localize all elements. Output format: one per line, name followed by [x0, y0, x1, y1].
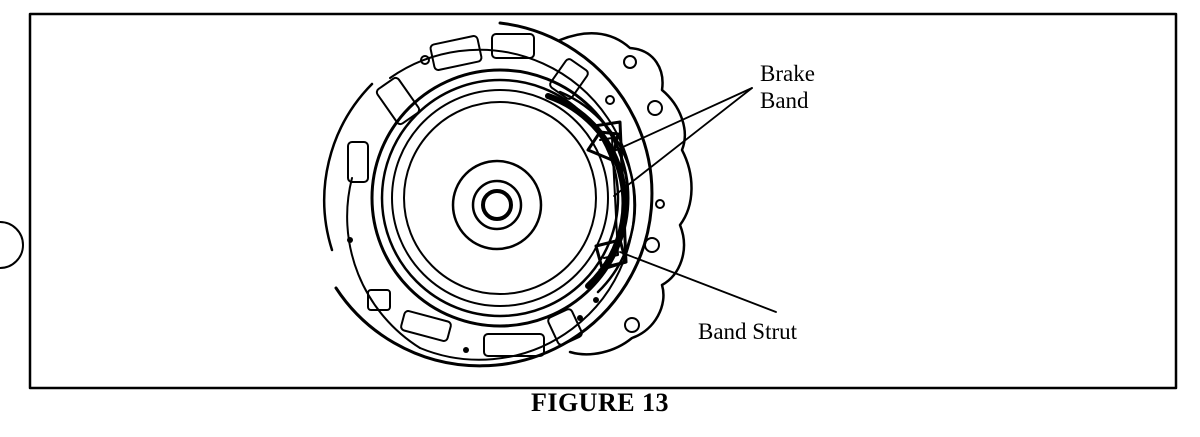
slot-top-2 — [491, 33, 535, 59]
drum-outer — [370, 68, 630, 328]
figure-border — [28, 12, 1178, 390]
dot-4 — [577, 315, 583, 321]
bolt-hole-6 — [605, 95, 615, 105]
housing-flange — [558, 32, 693, 356]
bolt-hole-2 — [647, 100, 663, 116]
outer-ring-left — [323, 82, 374, 252]
band-bracket-inner — [599, 137, 619, 259]
slot-bottom-left — [367, 289, 391, 311]
hub-mid — [471, 179, 523, 231]
dot-2 — [593, 297, 599, 303]
bolt-hole-4 — [624, 317, 640, 333]
drum-ring-2 — [380, 78, 620, 318]
bolt-hole-5 — [655, 199, 665, 209]
leader-band-strut — [619, 251, 777, 313]
dot-3 — [347, 237, 353, 243]
bolt-hole-1 — [623, 55, 637, 69]
leader-brake-band-2 — [613, 87, 753, 197]
dot-1 — [463, 347, 469, 353]
band-strut-label: Band Strut — [698, 319, 798, 344]
outer-ring-inner-left — [346, 177, 421, 349]
slot-bottom-2 — [483, 333, 545, 357]
drum-face — [403, 101, 597, 295]
hub-outer — [451, 159, 543, 251]
outer-ring — [334, 21, 654, 368]
figure-caption: FIGURE 13 — [530, 388, 670, 417]
band-anchor-top — [586, 130, 620, 162]
slot-top-left — [375, 76, 421, 126]
slot-left-1 — [347, 141, 369, 183]
ring-dots — [347, 237, 599, 353]
slot-top-1 — [429, 35, 483, 71]
band-strut — [594, 238, 628, 270]
slot-bottom-1 — [400, 310, 452, 342]
brake-band-label-line1: Brake — [760, 61, 815, 86]
brake-band-callout: Brake Band — [760, 60, 815, 114]
leader-brake-band-1 — [611, 87, 753, 153]
hub-inner — [481, 189, 513, 221]
drum-ring-3 — [391, 89, 609, 307]
brake-band-label-line2: Band — [760, 88, 809, 113]
edge-cutoff-circle — [0, 221, 24, 269]
